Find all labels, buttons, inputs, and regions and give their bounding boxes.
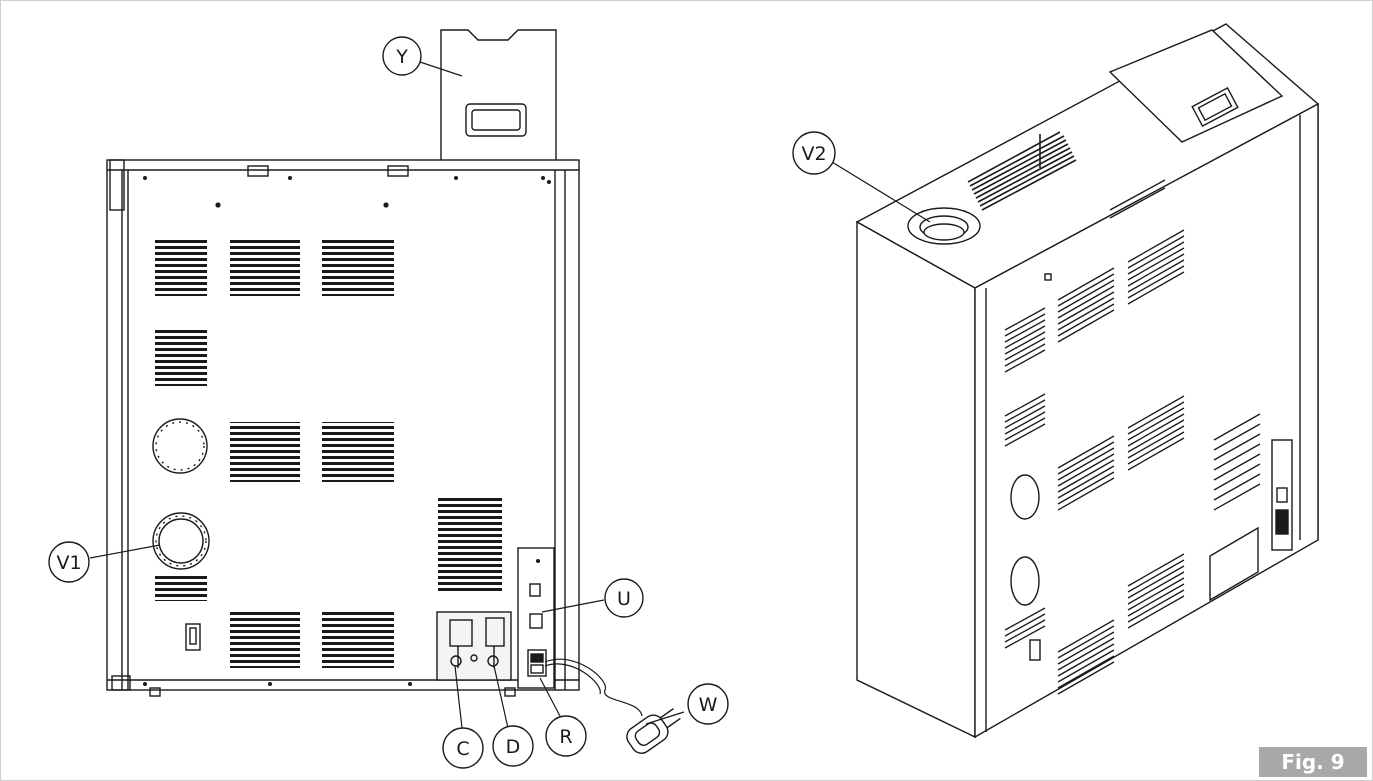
hopper-lid (440, 29, 557, 173)
isometric-view (855, 23, 1320, 739)
power-plug (626, 708, 681, 754)
iso-vents (1004, 229, 1261, 695)
svg-text:Y: Y (395, 46, 408, 68)
v1-outlet (152, 512, 210, 570)
svg-text:R: R (559, 726, 572, 748)
callout-v2: V2 (792, 131, 836, 175)
svg-text:D: D (506, 736, 521, 758)
callout-y: Y (382, 36, 422, 76)
svg-text:V1: V1 (56, 552, 81, 574)
callout-v1: V1 (48, 541, 90, 583)
left-leaders (89, 61, 685, 729)
callout-u: U (604, 578, 644, 618)
rear-view (106, 29, 681, 754)
svg-text:V2: V2 (801, 143, 826, 165)
svg-text:U: U (617, 588, 631, 610)
svg-text:C: C (456, 738, 469, 760)
callout-c: C (442, 727, 484, 769)
callout-w: W (687, 683, 729, 725)
svg-text:W: W (699, 694, 718, 716)
top-vent (967, 131, 1077, 211)
callout-d: D (492, 725, 534, 767)
figure-label: Fig. 9 (1259, 747, 1367, 777)
left-side (856, 220, 976, 739)
rear-vents (155, 238, 502, 668)
callout-r: R (545, 715, 587, 757)
rear-screws (143, 176, 551, 686)
